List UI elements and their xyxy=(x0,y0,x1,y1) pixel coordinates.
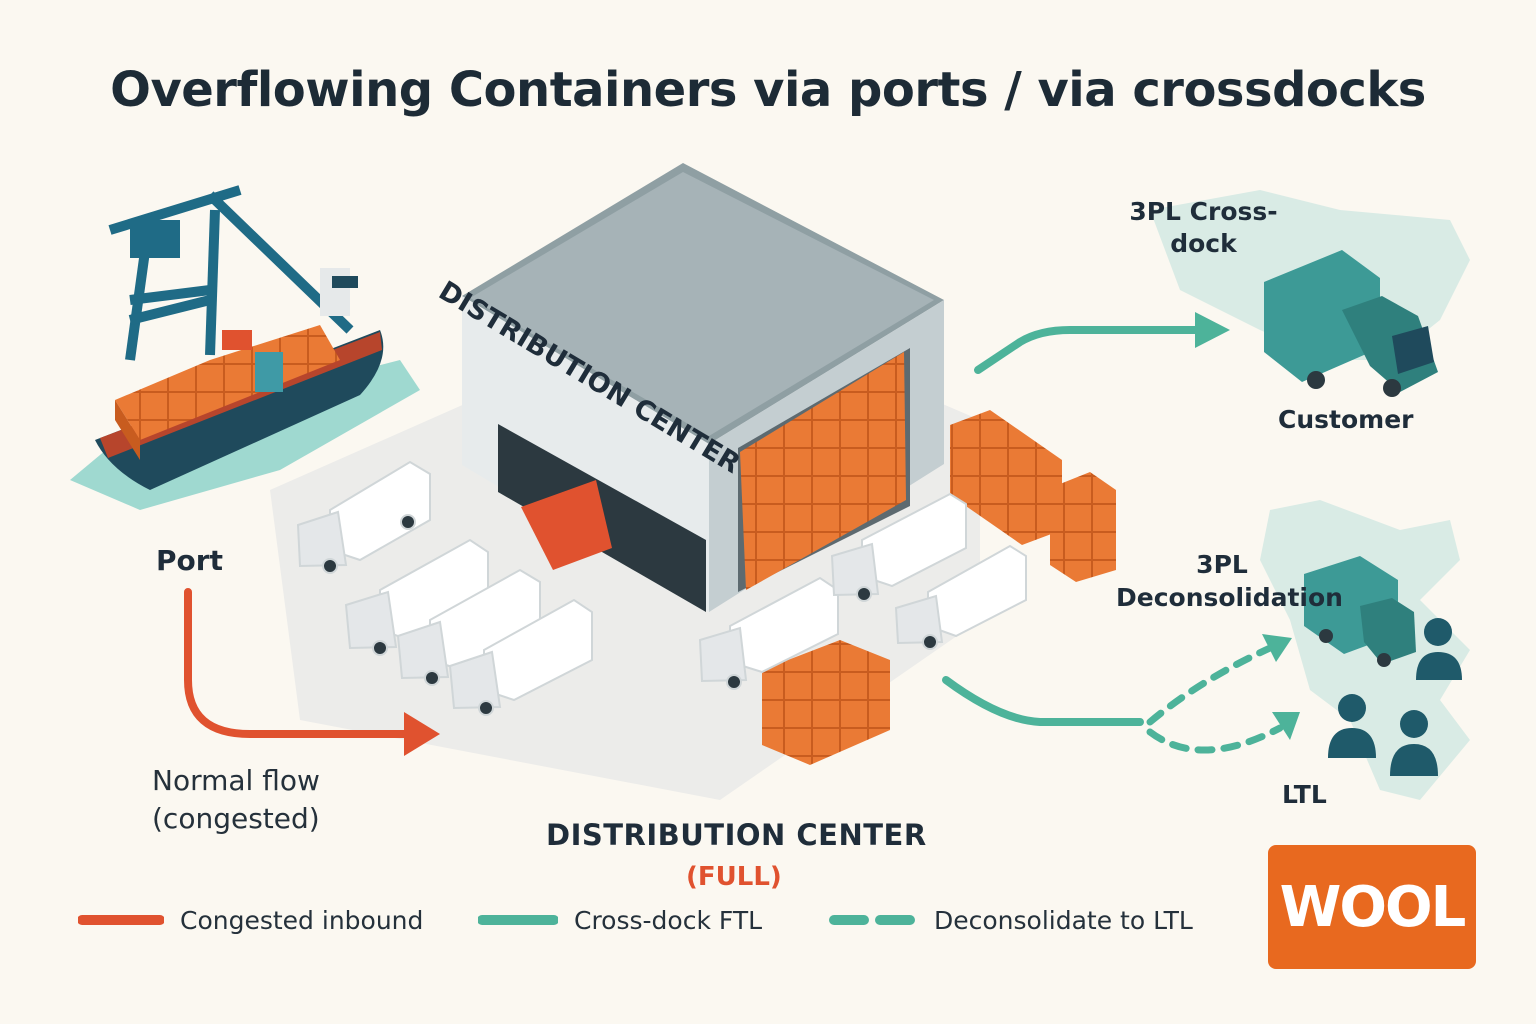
truck-icon xyxy=(396,568,541,686)
ltl-solid-arrow xyxy=(942,676,1144,726)
truck-icon xyxy=(296,460,431,574)
person-icons xyxy=(1328,618,1462,776)
ltl-label: LTL xyxy=(1282,780,1327,809)
normal-flow-label: Normal flow (congested) xyxy=(152,764,320,835)
truck-icon xyxy=(894,544,1027,650)
legend-label: Cross-dock FTL xyxy=(574,905,763,935)
deconsolidation-label: 3PL Deconsolidation xyxy=(1116,550,1343,612)
full-status-label: (FULL) xyxy=(686,862,782,892)
ltl-arrowhead-up xyxy=(1262,634,1292,662)
legend-swatch-solid-red xyxy=(78,915,164,925)
legend-label: Congested inbound xyxy=(180,905,424,935)
legend-swatch-dashed-green xyxy=(829,915,917,925)
distribution-center-label: DISTRIBUTION CENTER xyxy=(546,818,927,852)
container-stack-right xyxy=(950,410,1116,582)
teal-truck-top-icon xyxy=(1264,250,1438,397)
truck-group xyxy=(296,460,1027,716)
customer-label: Customer xyxy=(1278,405,1414,434)
person-icon xyxy=(1390,710,1438,776)
person-icon xyxy=(1328,694,1376,758)
container-stack-front xyxy=(762,640,890,765)
congested-inbound-arrowhead xyxy=(404,712,440,756)
legend-item-congested: Congested inbound xyxy=(78,900,423,940)
legend-item-crossdock: Cross-dock FTL xyxy=(478,900,762,940)
company-logo: WOOL xyxy=(1268,845,1476,969)
person-icon xyxy=(1416,618,1462,680)
logo-text: WOOL xyxy=(1279,874,1467,940)
ltl-arrowhead-down xyxy=(1272,712,1300,740)
ltl-dashed-arrow-down xyxy=(1146,724,1284,754)
legend-item-deconsolidate: Deconsolidate to LTL xyxy=(828,900,1193,940)
crossdock-arrow xyxy=(974,326,1204,374)
legend-swatch-solid-green xyxy=(478,915,558,925)
truck-icon xyxy=(448,598,593,716)
distribution-center-building xyxy=(462,163,944,612)
port-label: Port xyxy=(156,544,223,577)
legend-label: Deconsolidate to LTL xyxy=(934,905,1193,935)
congested-inbound-arrow xyxy=(184,588,414,738)
teal-truck-bottom-icon xyxy=(1304,556,1416,667)
crossdock-label: 3PL Cross-dock xyxy=(1129,197,1278,258)
page-title: Overflowing Containers via ports / via c… xyxy=(110,62,1426,118)
truck-icon xyxy=(830,492,967,602)
ltl-dashed-arrow-up xyxy=(1146,644,1274,726)
truck-icon xyxy=(344,538,489,656)
truck-icon xyxy=(698,576,839,690)
crossdock-arrowhead xyxy=(1195,312,1230,348)
ship-icon xyxy=(95,268,384,490)
